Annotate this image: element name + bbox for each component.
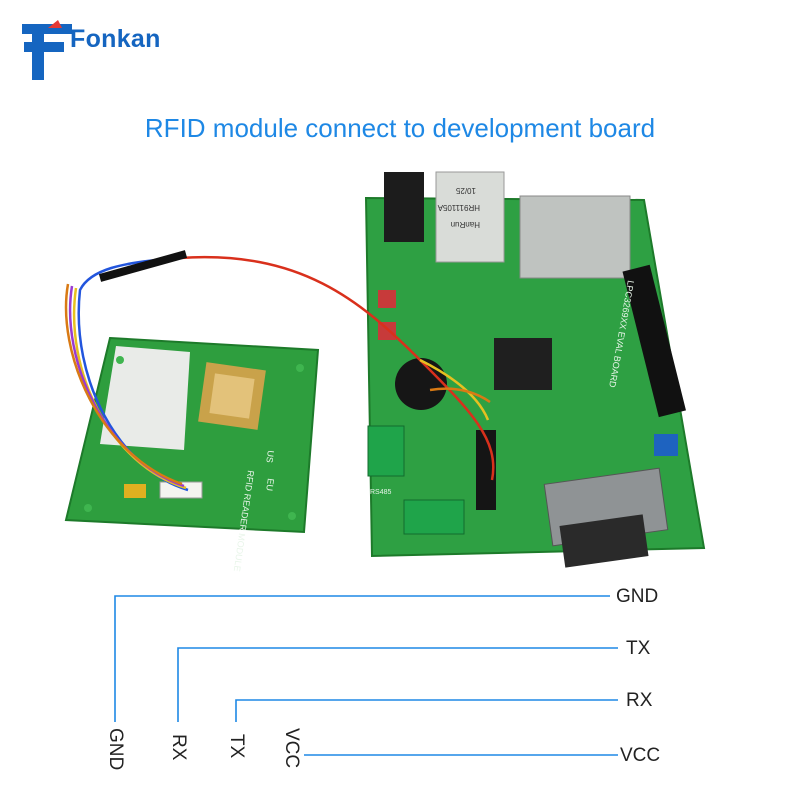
rx-wire <box>235 699 618 722</box>
connection-cable <box>64 250 495 492</box>
fonkan-logo <box>22 20 72 80</box>
development-board: HR911105A 10/25 HanRun LPC3269XX EVAL BO… <box>364 171 706 568</box>
region-option-us: US <box>264 450 276 464</box>
tx-wire <box>177 647 618 722</box>
rj45-brand: HanRun <box>451 220 480 229</box>
brand-name: Fonkan <box>70 25 161 53</box>
bottom-label-tx: TX <box>226 734 247 759</box>
gnd-wire <box>114 595 610 722</box>
rfid-module-board: RFID READER MODULE EU US <box>64 336 320 572</box>
terminal-label: RS485 <box>370 489 392 496</box>
bottom-label-rx: RX <box>168 734 189 761</box>
rj45-date-code: 10/25 <box>455 186 476 195</box>
right-label-vcc: VCC <box>620 745 661 766</box>
page-title: RFID module connect to development board <box>144 113 656 143</box>
rj45-part-number: HR911105A <box>437 203 480 212</box>
right-label-rx: RX <box>626 690 653 711</box>
right-label-tx: TX <box>626 638 651 659</box>
bottom-label-vcc: VCC <box>281 728 302 769</box>
region-option-eu: EU <box>264 478 276 492</box>
bottom-label-gnd: GND <box>105 728 126 771</box>
logo-mark-icon <box>22 20 72 80</box>
right-label-gnd: GND <box>616 586 659 607</box>
